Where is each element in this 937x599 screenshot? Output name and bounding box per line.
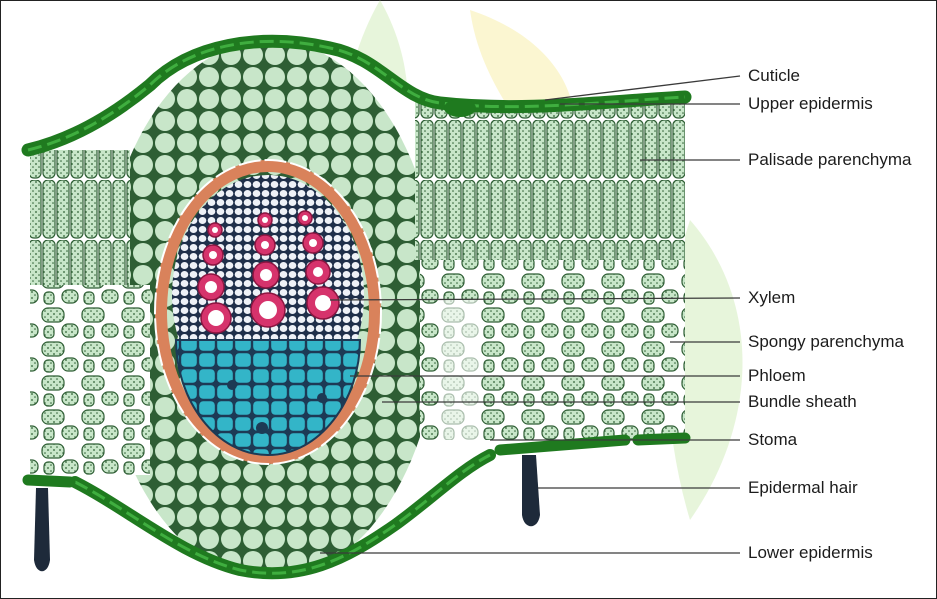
label-upper-epidermis: Upper epidermis: [748, 94, 873, 114]
palisade-parenchyma-right: [415, 100, 685, 260]
label-lower-epidermis: Lower epidermis: [748, 543, 873, 563]
label-stoma: Stoma: [748, 430, 797, 450]
label-cuticle: Cuticle: [748, 66, 800, 86]
spongy-parenchyma-left: [30, 285, 150, 475]
lower-epidermis-left: [28, 480, 70, 482]
label-bundle-sheath: Bundle sheath: [748, 392, 857, 412]
upper-epidermis-cell: [444, 99, 476, 117]
label-spongy-parenchyma: Spongy parenchyma: [748, 332, 904, 352]
epidermal-hair-left: [34, 488, 50, 571]
label-phloem: Phloem: [748, 366, 806, 386]
label-epidermal-hair: Epidermal hair: [748, 478, 858, 498]
label-palisade-parenchyma: Palisade parenchyma: [748, 150, 911, 170]
label-xylem: Xylem: [748, 288, 795, 308]
epidermal-hair-right: [522, 455, 540, 526]
palisade-parenchyma-left: [30, 150, 130, 285]
vascular-bundle: [155, 160, 381, 464]
